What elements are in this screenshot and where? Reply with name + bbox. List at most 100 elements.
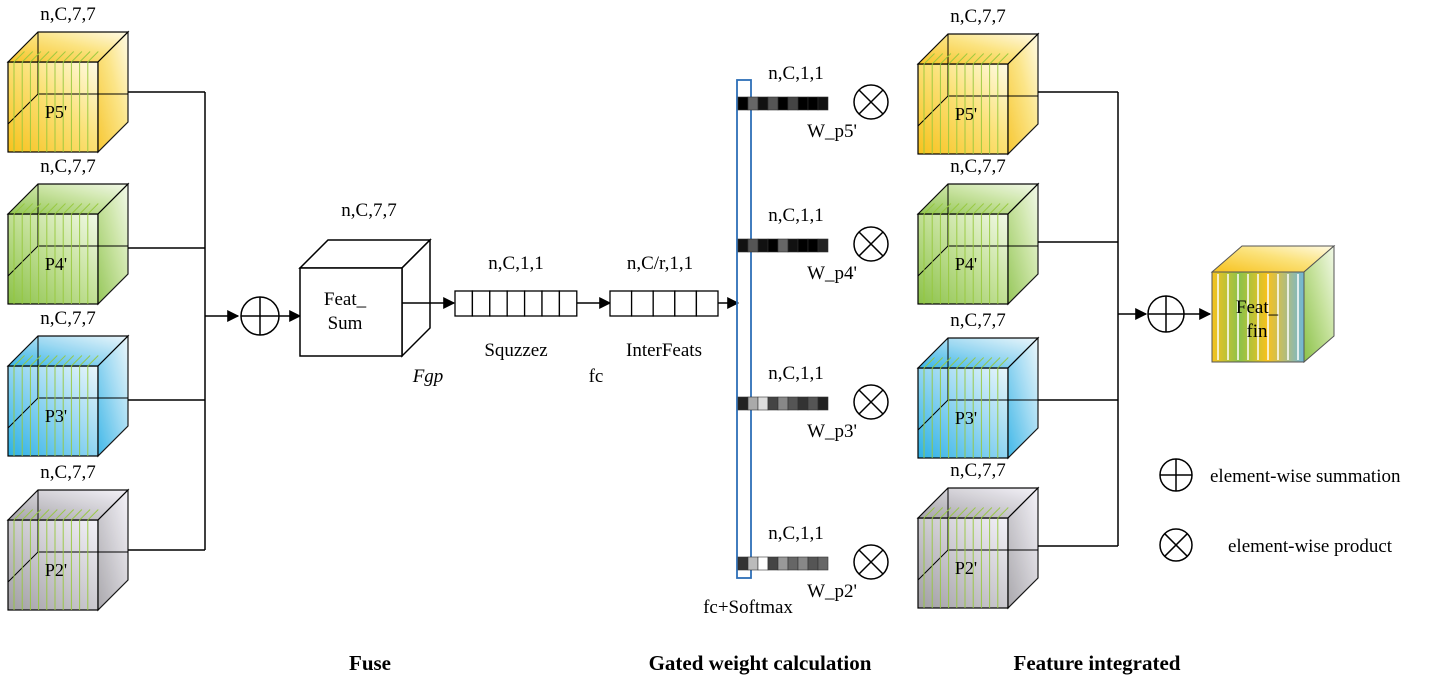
weight-cell (737, 96, 749, 111)
squeeze-cell (523, 290, 543, 317)
weight-cell (757, 96, 769, 111)
weight-label-2: W_p3' (807, 421, 857, 442)
fuse-collector-lines (128, 91, 240, 551)
weight-cell (777, 96, 789, 111)
weight-cell (757, 556, 769, 571)
weight-dims-3: n,C,1,1 (768, 523, 823, 544)
weight-cell (777, 238, 789, 253)
weight-cell (807, 556, 819, 571)
weight-label-0: W_p5' (807, 121, 857, 142)
squeeze-cell (541, 290, 561, 317)
weight-cell (757, 238, 769, 253)
weight-dims-0: n,C,1,1 (768, 63, 823, 84)
weight-cell (737, 238, 749, 253)
interfeats-dims: n,C/r,1,1 (627, 253, 693, 274)
section-title-integrated: Feature integrated (1014, 651, 1181, 675)
integrated-input-label-0: P5' (955, 104, 977, 124)
legend-sum-label: element-wise summation (1210, 466, 1401, 487)
weight-cell (787, 556, 799, 571)
squeeze-label: Squzzez (484, 340, 547, 361)
interfeats-vector (609, 290, 719, 317)
integrated-input-dims-2: n,C,7,7 (950, 310, 1005, 331)
fuse-input-cube-P5 (6, 30, 130, 154)
weight-vector-2 (737, 396, 829, 411)
gated-weights: n,C,1,1W_p5'n,C,1,1W_p4'n,C,1,1W_p3'n,C,… (737, 63, 889, 602)
fgp-label: Fgp (412, 366, 444, 387)
weight-cell (797, 238, 809, 253)
feat-sum-label-line2: Sum (328, 313, 363, 334)
squeeze-dims: n,C,1,1 (488, 253, 543, 274)
weight-cell (757, 396, 769, 411)
fuse-sum-operator (240, 296, 280, 336)
integrated-sum-operator (1147, 295, 1185, 333)
feat-sum-label-line1: Feat_ (324, 289, 367, 310)
fuse-input-dims-3: n,C,7,7 (40, 462, 95, 483)
section-title-gated: Gated weight calculation (649, 651, 872, 675)
integrated-input-label-2: P3' (955, 408, 977, 428)
product-operator-3 (853, 544, 889, 580)
feat-sum-cube (298, 238, 432, 358)
integrated-input-cube-P3 (916, 336, 1040, 460)
weight-vector-3 (737, 556, 829, 571)
weight-cell (777, 556, 789, 571)
section-title-fuse: Fuse (349, 651, 391, 675)
weight-dims-1: n,C,1,1 (768, 205, 823, 226)
squeeze-cell (558, 290, 578, 317)
squeeze-cell (506, 290, 526, 317)
weight-cell (817, 96, 829, 111)
integrated-input-cube-P4 (916, 182, 1040, 306)
integrated-input-cube-P2 (916, 486, 1040, 610)
weight-cell (807, 96, 819, 111)
integrated-input-cubes: n,C,7,7P5'n,C,7,7P4'n,C,7,7P3'n,C,7,7P2' (916, 6, 1040, 610)
weight-cell (797, 556, 809, 571)
feat-fin-label-line1: Feat_ (1236, 297, 1279, 318)
softmax-column-box (736, 79, 752, 579)
fuse-input-dims-0: n,C,7,7 (40, 4, 95, 25)
feat-sum-dims: n,C,7,7 (341, 200, 396, 221)
weight-label-3: W_p2' (807, 581, 857, 602)
legend-product-icon (1159, 528, 1193, 562)
weight-cell (737, 556, 749, 571)
weight-cell (747, 556, 759, 571)
weight-cell (817, 396, 829, 411)
weight-cell (747, 396, 759, 411)
integrated-input-dims-0: n,C,7,7 (950, 6, 1005, 27)
weight-vector-1 (737, 238, 829, 253)
fuse-input-cube-P2 (6, 488, 130, 612)
weight-cell (817, 238, 829, 253)
weight-cell (747, 96, 759, 111)
weight-dims-2: n,C,1,1 (768, 363, 823, 384)
fuse-input-dims-2: n,C,7,7 (40, 308, 95, 329)
squeeze-cell (471, 290, 491, 317)
integrated-input-label-1: P4' (955, 254, 977, 274)
legend-product-label: element-wise product (1228, 536, 1393, 557)
squeeze-vector (454, 290, 578, 317)
product-operator-2 (853, 384, 889, 420)
legend-sum-icon (1159, 458, 1193, 492)
weight-cell (807, 396, 819, 411)
product-operator-0 (853, 84, 889, 120)
weight-cell (767, 556, 779, 571)
squeeze-cell (489, 290, 508, 317)
feat-fin-label-line2: fin (1246, 321, 1268, 342)
integrated-input-label-3: P2' (955, 558, 977, 578)
weight-cell (807, 238, 819, 253)
weight-label-1: W_p4' (807, 263, 857, 284)
interfeats-cell (674, 290, 698, 317)
interfeats-cell (695, 290, 719, 317)
weight-vector-0 (737, 96, 829, 111)
interfeats-cell (630, 290, 654, 317)
softmax-label: fc+Softmax (703, 597, 793, 618)
weight-cell (747, 238, 759, 253)
weight-cell (767, 396, 779, 411)
squeeze-cell (454, 290, 474, 317)
weight-cell (787, 238, 799, 253)
weight-cell (767, 96, 779, 111)
feat-fin-cube (1210, 244, 1336, 364)
integrated-collector-lines (1038, 91, 1148, 547)
weight-cell (787, 96, 799, 111)
fuse-input-cubes: n,C,7,7P5'n,C,7,7P4'n,C,7,7P3'n,C,7,7P2' (6, 4, 130, 612)
fuse-input-label-3: P2' (45, 560, 67, 580)
integrated-input-cube-P5 (916, 32, 1040, 156)
fuse-input-cube-P4 (6, 182, 130, 306)
